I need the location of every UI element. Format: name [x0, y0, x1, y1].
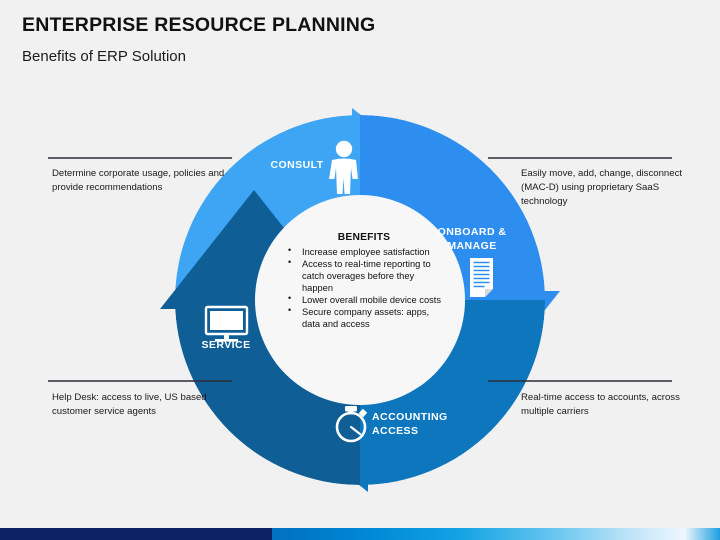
footer-accent-bar: [0, 528, 720, 540]
benefits-list: Increase employee satisfaction Access to…: [283, 245, 445, 331]
benefits-item: Access to real-time reporting to catch o…: [283, 257, 445, 294]
benefits-title: BENEFITS: [337, 232, 391, 243]
segment-label-onboard: ONBOARD & MANAGE: [430, 226, 514, 254]
page-subtitle: Benefits of ERP Solution: [22, 48, 186, 65]
benefits-item: Increase employee satisfaction: [283, 245, 445, 258]
callout-bottom-left: Help Desk: access to live, US based cust…: [52, 392, 207, 417]
callout-bottom-right: Real-time access to accounts, across mul…: [521, 392, 680, 417]
callout-top-left: Determine corporate usage, policies and …: [52, 168, 225, 193]
footer-bar-navy-segment: [0, 528, 272, 540]
segment-label-accounting-line1: ACCOUNTING: [372, 411, 448, 423]
segment-label-onboard-line2: MANAGE: [447, 239, 497, 252]
segment-label-onboard-line1: ONBOARD &: [437, 226, 507, 238]
page-title: ENTERPRISE RESOURCE PLANNING: [22, 14, 376, 36]
segment-label-accounting-line2: ACCESS: [372, 424, 419, 437]
footer-bar-gradient-segment: [272, 528, 720, 540]
segment-label-service: SERVICE: [201, 339, 251, 351]
person-icon: [329, 140, 358, 194]
stopwatch-icon: [335, 406, 368, 443]
benefits-item: Lower overall mobile device costs: [283, 293, 445, 306]
benefits-item: Secure company assets: apps, data and ac…: [283, 305, 445, 330]
benefits-panel: BENEFITS Increase employee satisfaction …: [283, 232, 445, 331]
monitor-icon: [204, 305, 249, 342]
segment-label-consult: CONSULT: [270, 159, 324, 171]
segment-label-accounting: ACCOUNTING ACCESS: [372, 411, 468, 439]
callout-top-right: Easily move, add, change, disconnect (MA…: [521, 168, 683, 207]
document-icon: [470, 258, 493, 297]
